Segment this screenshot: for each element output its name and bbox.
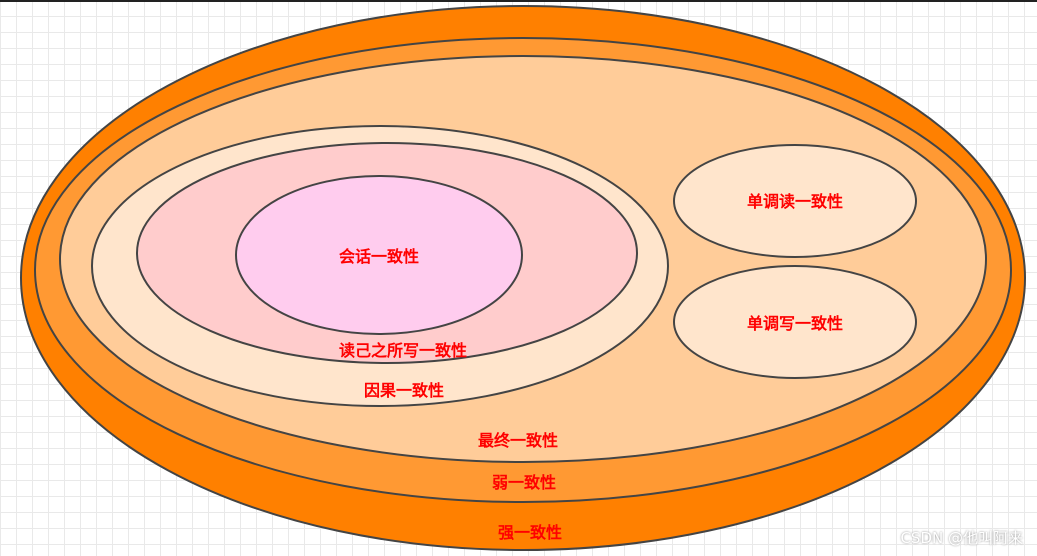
monotonic-read-ellipse <box>673 144 917 258</box>
session-consistency-label: 会话一致性 <box>339 247 419 266</box>
causal-consistency-label: 因果一致性 <box>364 381 444 400</box>
monotonic-write-label: 单调写一致性 <box>747 314 843 333</box>
weak-consistency-label: 弱一致性 <box>492 473 556 492</box>
read-your-writes-label: 读己之所写一致性 <box>339 341 467 360</box>
session-consistency-ellipse <box>235 175 523 335</box>
eventual-consistency-label: 最终一致性 <box>478 431 558 450</box>
monotonic-write-ellipse <box>673 265 917 379</box>
monotonic-read-label: 单调读一致性 <box>747 192 843 211</box>
watermark: CSDN @他叫阿来 <box>900 529 1023 547</box>
top-border <box>0 0 1037 2</box>
strong-consistency-label: 强一致性 <box>498 523 562 542</box>
